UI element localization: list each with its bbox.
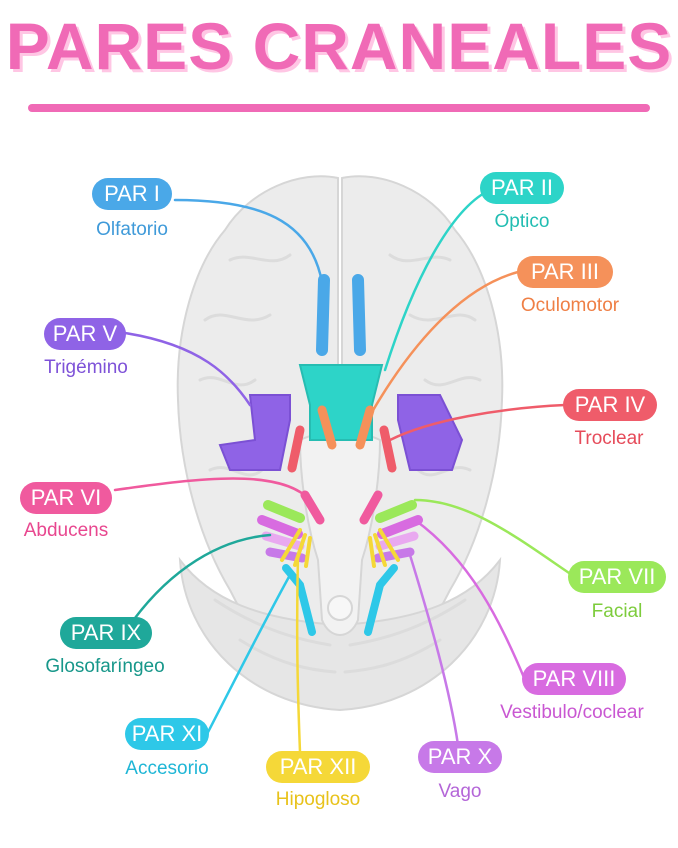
leader-par-x xyxy=(408,553,460,747)
name-par-viii: Vestibulo/coclear xyxy=(500,702,644,723)
leader-par-iv xyxy=(388,403,567,442)
pill-par-i: PAR I xyxy=(92,178,172,210)
leader-par-vi xyxy=(113,477,312,502)
trochlear-left xyxy=(287,425,305,473)
pill-par-v: PAR V xyxy=(44,318,126,350)
oculomotor-left xyxy=(317,405,337,450)
name-par-vii: Facial xyxy=(591,601,643,622)
nerve-structures xyxy=(218,274,464,636)
pill-par-vi: PAR VI xyxy=(20,482,112,514)
pill-par-x: PAR X xyxy=(418,741,502,773)
leader-par-ix xyxy=(123,533,272,634)
leader-par-viii xyxy=(413,518,527,682)
pill-label: PAR X xyxy=(427,744,493,769)
accessory-left xyxy=(282,564,316,636)
trigeminal-left xyxy=(218,394,291,471)
pill-par-iii: PAR III xyxy=(517,256,613,288)
leader-par-xi xyxy=(203,573,292,740)
leader-par-v xyxy=(123,331,252,407)
name-par-ix: Glosofaríngeo xyxy=(45,656,165,677)
facial-right xyxy=(375,500,417,523)
leader-par-vii xyxy=(413,498,577,579)
hypoglossal-right xyxy=(368,528,400,568)
glossopharyngeal-left xyxy=(261,531,305,551)
medulla-section xyxy=(327,595,353,621)
pill-label: PAR VI xyxy=(30,485,102,510)
name-par-x: Vago xyxy=(438,781,482,802)
trochlear-right xyxy=(379,425,397,473)
title-underline xyxy=(28,104,650,112)
name-par-iii: Oculomotor xyxy=(520,295,620,316)
name-par-xii: Hipogloso xyxy=(275,789,361,810)
optic-chiasm xyxy=(298,364,384,441)
pill-label: PAR XI xyxy=(131,721,203,746)
vestibulocochlear-left xyxy=(257,515,303,539)
pill-par-viii: PAR VIII xyxy=(522,663,626,695)
leader-par-iii xyxy=(370,270,520,414)
pill-label: PAR VIII xyxy=(532,666,616,691)
trigeminal-right xyxy=(397,394,464,471)
name-par-iv: Troclear xyxy=(574,428,644,449)
name-par-xi: Accesorio xyxy=(125,758,209,779)
facial-left xyxy=(263,500,305,523)
gyri-lines xyxy=(198,253,482,674)
leader-par-xii xyxy=(295,553,302,754)
leader-par-i xyxy=(173,198,324,284)
pill-label: PAR II xyxy=(491,175,553,200)
pill-label: PAR I xyxy=(104,181,160,206)
olfactory-bulb-right xyxy=(352,274,366,356)
pill-par-xi: PAR XI xyxy=(125,718,209,750)
pill-label: PAR XII xyxy=(279,754,357,779)
pill-label: PAR IX xyxy=(70,620,142,645)
pill-par-iv: PAR IV xyxy=(563,389,657,421)
pill-par-ix: PAR IX xyxy=(60,617,152,649)
pill-label: PAR III xyxy=(530,259,600,284)
accessory-right xyxy=(364,564,398,636)
pill-label: PAR VII xyxy=(578,564,656,589)
pill-par-xii: PAR XII xyxy=(266,751,370,783)
pill-label: PAR V xyxy=(52,321,118,346)
olfactory-bulb-left xyxy=(316,274,330,356)
name-par-vi: Abducens xyxy=(23,520,109,541)
name-par-v: Trigémino xyxy=(44,357,128,378)
name-par-i: Olfatorio xyxy=(96,219,168,240)
name-par-ii: Óptico xyxy=(494,211,550,232)
page-title: PARES CRANEALES xyxy=(5,9,673,83)
abducens-right xyxy=(359,490,383,525)
pill-par-vii: PAR VII xyxy=(568,561,666,593)
oculomotor-right xyxy=(355,405,375,450)
pill-par-ii: PAR II xyxy=(480,172,564,204)
glossopharyngeal-right xyxy=(375,531,419,551)
pill-label: PAR IV xyxy=(574,392,646,417)
vestibulocochlear-right xyxy=(377,515,423,539)
